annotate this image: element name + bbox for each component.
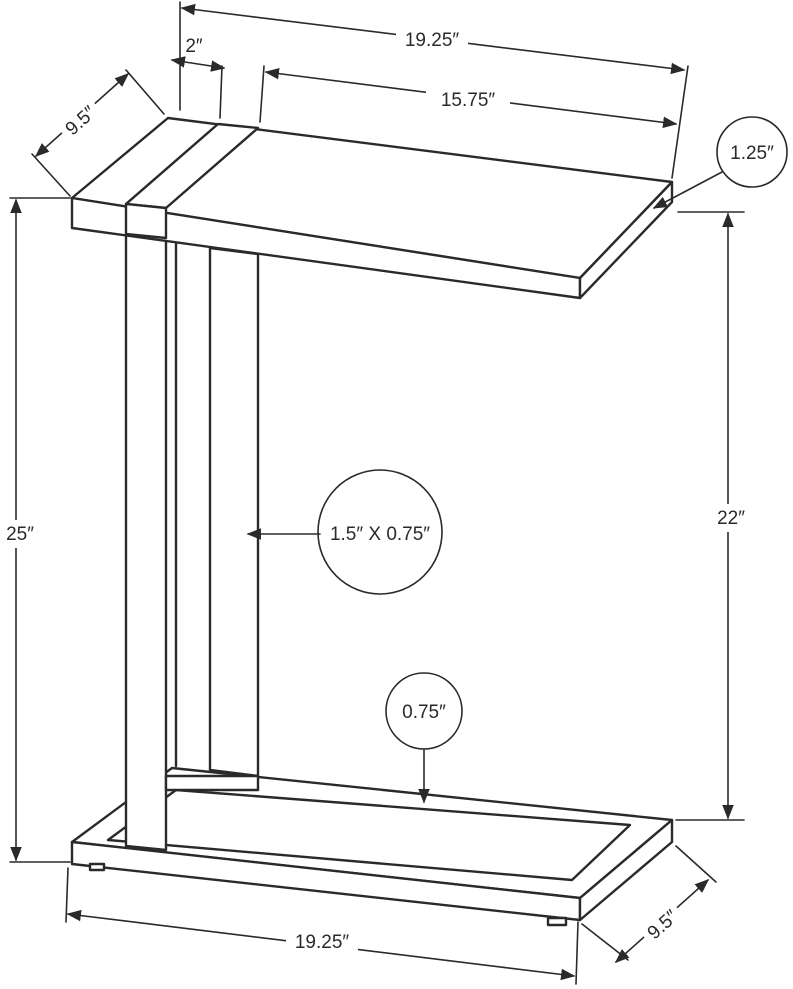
top-strap-front	[124, 202, 168, 240]
callout-circle-top-thickness	[716, 116, 788, 188]
base-frame	[70, 766, 674, 927]
upright-posts	[124, 202, 260, 852]
dim-strap-width	[170, 56, 226, 72]
label-top-inner-width: 15.75″	[441, 90, 496, 111]
label-tube-size: 1.5″ X 0.75″	[330, 524, 430, 545]
table-top-end-face	[578, 180, 674, 300]
callout-circle-tube	[317, 469, 443, 595]
label-strap-width: 2″	[185, 36, 203, 57]
foot-front-left	[88, 862, 106, 872]
front-post	[124, 202, 168, 852]
callout-circle-base-tube	[385, 672, 463, 750]
label-top-width: 19.25″	[405, 30, 460, 51]
post-base-rail	[164, 774, 260, 792]
label-total-height: 25″	[6, 524, 34, 545]
dim-top-thickness-arrow	[652, 171, 723, 209]
label-base-tube: 0.75″	[402, 702, 446, 723]
label-clearance-height: 22″	[717, 508, 745, 529]
label-top-thickness: 1.25″	[730, 143, 774, 164]
foot-front-right	[546, 916, 568, 927]
back-post	[208, 246, 260, 778]
table-top	[70, 116, 674, 300]
base-end-face	[578, 818, 674, 922]
dimension-labels: 19.25″ 2″ 15.75″ 9.5″ 1.25″ 25″ 22″ 1.5″…	[0, 28, 774, 954]
label-base-width: 19.25″	[295, 932, 350, 953]
